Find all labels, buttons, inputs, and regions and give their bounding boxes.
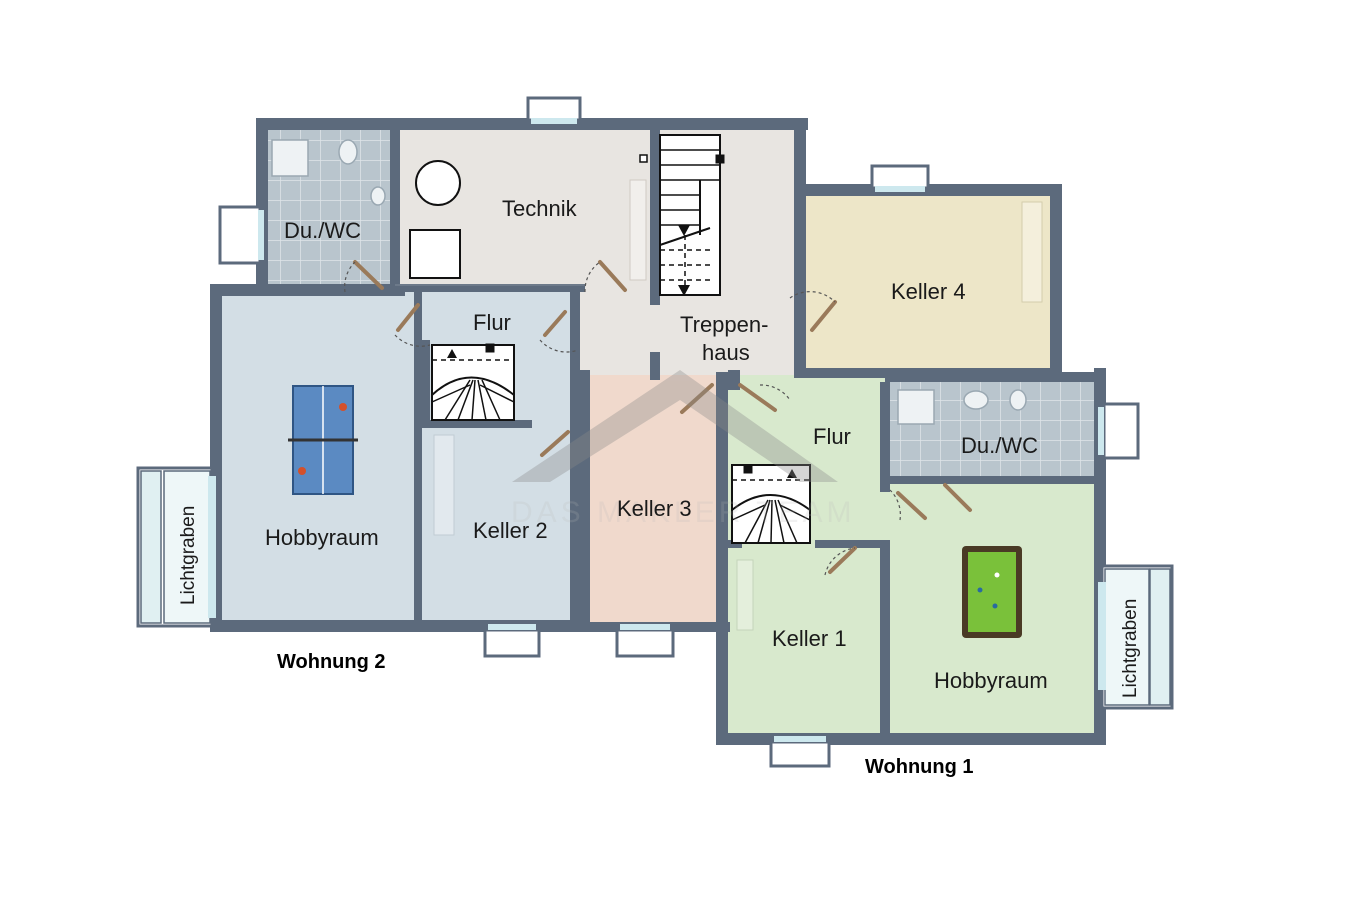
watermark: DAS MAKLER TEAM bbox=[511, 370, 856, 529]
watermark-text: DAS MAKLER TEAM bbox=[511, 496, 856, 529]
label-keller1: Keller 1 bbox=[772, 626, 847, 651]
window-keller2 bbox=[483, 624, 541, 658]
label-keller4: Keller 4 bbox=[891, 279, 966, 304]
fill-wohnung2 bbox=[215, 290, 580, 625]
label-hobbyraum-right: Hobbyraum bbox=[934, 668, 1048, 693]
window-technik bbox=[526, 96, 582, 124]
fill-keller3 bbox=[580, 375, 725, 625]
label-technik: Technik bbox=[502, 196, 578, 221]
label-keller3: Keller 3 bbox=[617, 496, 692, 521]
window-du-wc-left bbox=[218, 205, 264, 265]
label-treppenhaus-1: Treppen- bbox=[680, 312, 768, 337]
windows bbox=[218, 96, 1140, 768]
label-du-wc-right: Du./WC bbox=[961, 433, 1038, 458]
lichtgraben-right: Lichtgraben bbox=[1098, 564, 1174, 710]
lichtgraben-right-label: Lichtgraben bbox=[1120, 599, 1141, 698]
label-hobbyraum-left: Hobbyraum bbox=[265, 525, 379, 550]
fill-technik bbox=[395, 125, 800, 295]
label-treppenhaus-2: haus bbox=[702, 340, 750, 365]
billiard-table-icon bbox=[962, 546, 1022, 638]
label-du-wc-left: Du./WC bbox=[284, 218, 361, 243]
fill-keller4 bbox=[800, 190, 1055, 370]
tank-symbol bbox=[409, 229, 461, 279]
stairs-wohnung2 bbox=[431, 343, 515, 421]
stairs-wohnung1 bbox=[731, 464, 811, 544]
label-keller2: Keller 2 bbox=[473, 518, 548, 543]
window-keller1 bbox=[769, 736, 831, 768]
window-keller3 bbox=[615, 624, 675, 658]
doors bbox=[344, 260, 972, 576]
room-labels: Du./WC Technik Treppen- haus Keller 4 Fl… bbox=[265, 196, 1048, 693]
window-keller4 bbox=[870, 164, 930, 192]
fill-treppenhaus bbox=[580, 290, 795, 375]
table-tennis-icon bbox=[288, 385, 358, 495]
label-flur-left: Flur bbox=[473, 310, 511, 335]
label-wohnung2: Wohnung 2 bbox=[277, 651, 386, 673]
stairs-treppenhaus bbox=[659, 134, 725, 296]
boiler-symbol bbox=[415, 160, 461, 206]
room-fills bbox=[215, 125, 1100, 735]
label-flur-right: Flur bbox=[813, 424, 851, 449]
lichtgraben-left: Lichtgraben bbox=[136, 466, 216, 628]
window-du-wc-right bbox=[1098, 402, 1140, 460]
label-wohnung1: Wohnung 1 bbox=[865, 756, 974, 778]
lichtgraben-left-label: Lichtgraben bbox=[178, 506, 199, 605]
fixtures bbox=[271, 139, 1043, 631]
